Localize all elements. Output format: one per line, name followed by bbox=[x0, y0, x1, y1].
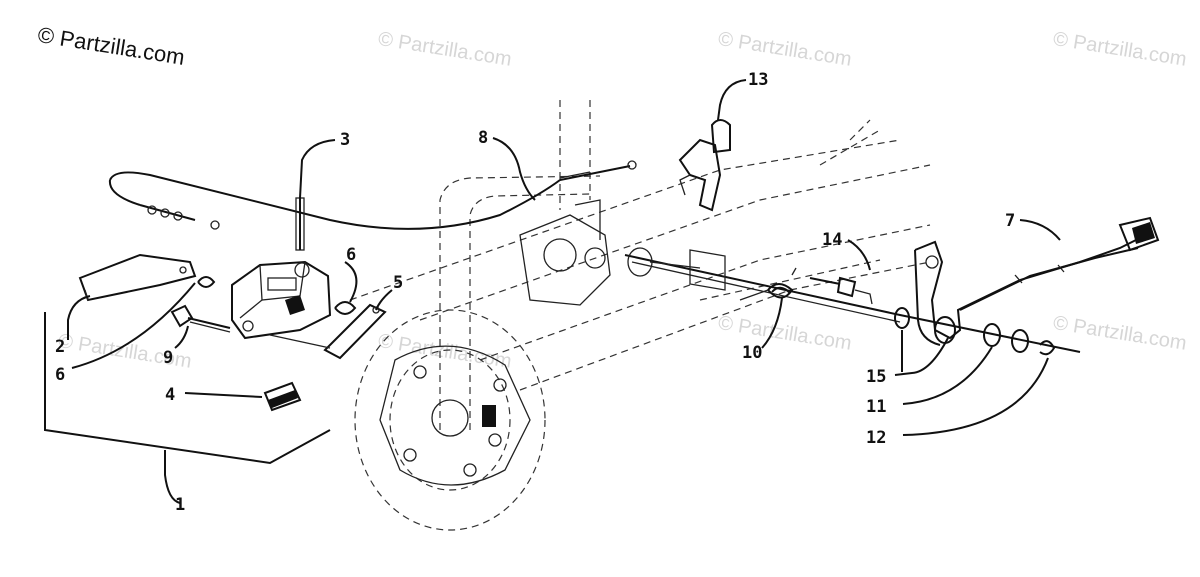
callout-14: 14 bbox=[822, 230, 842, 250]
callout-13: 13 bbox=[748, 70, 768, 90]
spring-icon bbox=[197, 276, 216, 288]
pin-icon bbox=[295, 197, 305, 251]
lever-plate-icon bbox=[269, 303, 387, 360]
washer-icon bbox=[894, 307, 910, 329]
pin-icon bbox=[1039, 340, 1056, 356]
brake-disc-icon bbox=[354, 309, 546, 531]
bracket-icon bbox=[678, 119, 731, 212]
spring-icon bbox=[739, 267, 797, 301]
frame-outline bbox=[349, 100, 931, 430]
leader-lines bbox=[44, 79, 1061, 504]
frame-bracket-icon bbox=[519, 199, 611, 306]
callout-5: 5 bbox=[393, 273, 403, 293]
brake-caliper-icon bbox=[231, 260, 332, 340]
bolt-icon bbox=[809, 276, 873, 305]
bolt-icon bbox=[170, 304, 231, 333]
pedal-shaft-icon bbox=[624, 247, 1081, 353]
brake-pedal-icon bbox=[914, 216, 1160, 346]
callout-15: 15 bbox=[866, 367, 886, 387]
callout-6-right: 6 bbox=[346, 245, 356, 265]
callout-12: 12 bbox=[866, 428, 886, 448]
callout-7: 7 bbox=[1005, 211, 1015, 231]
washer-icon bbox=[983, 323, 1001, 347]
washer-icon bbox=[1011, 329, 1029, 353]
callout-2: 2 bbox=[55, 337, 65, 357]
callout-labels: 1 2 3 4 5 6 6 7 8 9 10 11 12 13 14 15 bbox=[55, 70, 1015, 515]
callout-10: 10 bbox=[742, 343, 762, 363]
brake-pad-icon bbox=[263, 381, 302, 412]
spring-icon bbox=[334, 301, 357, 315]
callout-3: 3 bbox=[340, 130, 350, 150]
callout-6-left: 6 bbox=[55, 365, 65, 385]
callout-1: 1 bbox=[175, 495, 185, 515]
callout-9: 9 bbox=[163, 348, 173, 368]
callout-4: 4 bbox=[165, 385, 175, 405]
callout-8: 8 bbox=[478, 128, 488, 148]
bracket-icon bbox=[78, 253, 197, 302]
callout-11: 11 bbox=[866, 397, 886, 417]
brake-cable-icon bbox=[108, 160, 637, 230]
